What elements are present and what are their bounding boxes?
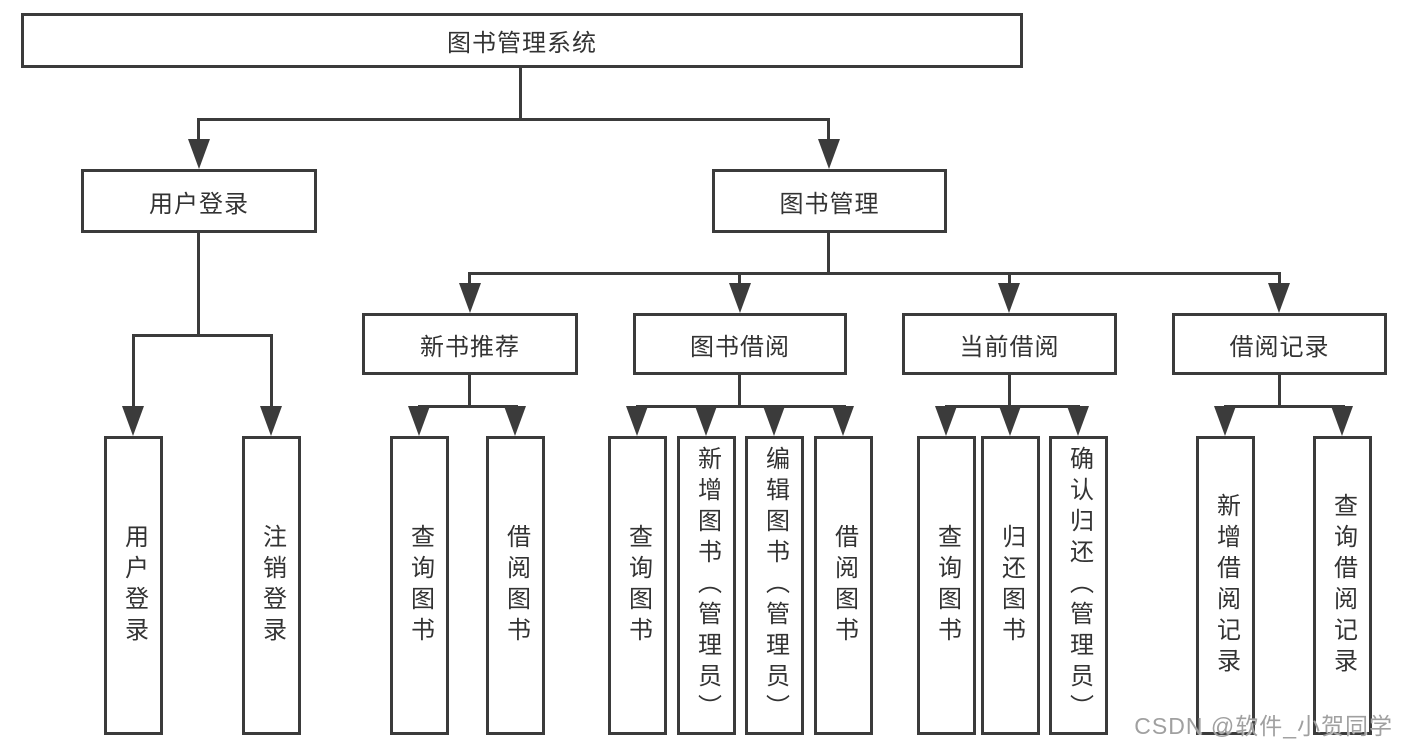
node-user-login: 用户登录 [81,169,317,233]
watermark: CSDN @软件_小贺同学 [1134,713,1393,739]
leaf-query-books-borrow: 查询图书 [608,436,667,735]
arrowhead-down-icon [408,406,430,436]
arrowhead-down-icon [459,283,481,313]
arrowhead-down-icon [763,406,785,436]
connector-line [197,233,200,337]
leaf-confirm-return-admin: 确认归还（管理员） [1049,436,1108,735]
connector-line [636,405,846,408]
node-borrow-records: 借阅记录 [1172,313,1387,375]
node-book-management: 图书管理 [712,169,947,233]
arrowhead-down-icon [504,406,526,436]
leaf-user-login: 用户登录 [104,436,163,735]
arrowhead-down-icon [260,406,282,436]
connector-line [1008,375,1011,408]
node-new-book-recommend: 新书推荐 [362,313,578,375]
leaf-edit-books-admin: 编辑图书（管理员） [745,436,804,735]
connector-line [197,118,200,142]
leaf-add-borrow-record: 新增借阅记录 [1196,436,1255,735]
leaf-query-books-recommend: 查询图书 [390,436,449,735]
leaf-borrow-books: 借阅图书 [814,436,873,735]
connector-line [132,334,135,410]
connector-line [1224,405,1345,408]
leaf-add-books-admin: 新增图书（管理员） [677,436,736,735]
arrowhead-down-icon [818,139,840,169]
connector-line [827,233,830,275]
connector-line [468,272,1281,275]
arrowhead-down-icon [188,139,210,169]
leaf-logout: 注销登录 [242,436,301,735]
arrowhead-down-icon [695,406,717,436]
connector-line [1008,272,1011,286]
leaf-borrow-books-recommend: 借阅图书 [486,436,545,735]
leaf-query-borrow-record: 查询借阅记录 [1313,436,1372,735]
arrowhead-down-icon [729,283,751,313]
arrowhead-down-icon [626,406,648,436]
connector-line [132,334,273,337]
arrowhead-down-icon [122,406,144,436]
node-book-borrow: 图书借阅 [633,313,847,375]
connector-line [197,118,830,121]
connector-line [738,375,741,408]
arrowhead-down-icon [1067,406,1089,436]
connector-line [468,272,471,286]
connector-line [270,334,273,410]
arrowhead-down-icon [999,406,1021,436]
connector-line [418,405,518,408]
leaf-return-books: 归还图书 [981,436,1040,735]
arrowhead-down-icon [1268,283,1290,313]
arrowhead-down-icon [998,283,1020,313]
leaf-query-books-current: 查询图书 [917,436,976,735]
connector-line [468,375,471,408]
connector-line [519,68,522,121]
arrowhead-down-icon [1214,406,1236,436]
arrowhead-down-icon [832,406,854,436]
node-current-borrow: 当前借阅 [902,313,1117,375]
connector-line [738,272,741,286]
connector-line [1278,375,1281,408]
node-library-management-system: 图书管理系统 [21,13,1023,68]
connector-line [827,118,830,142]
arrowhead-down-icon [935,406,957,436]
connector-line [1278,272,1281,286]
arrowhead-down-icon [1331,406,1353,436]
